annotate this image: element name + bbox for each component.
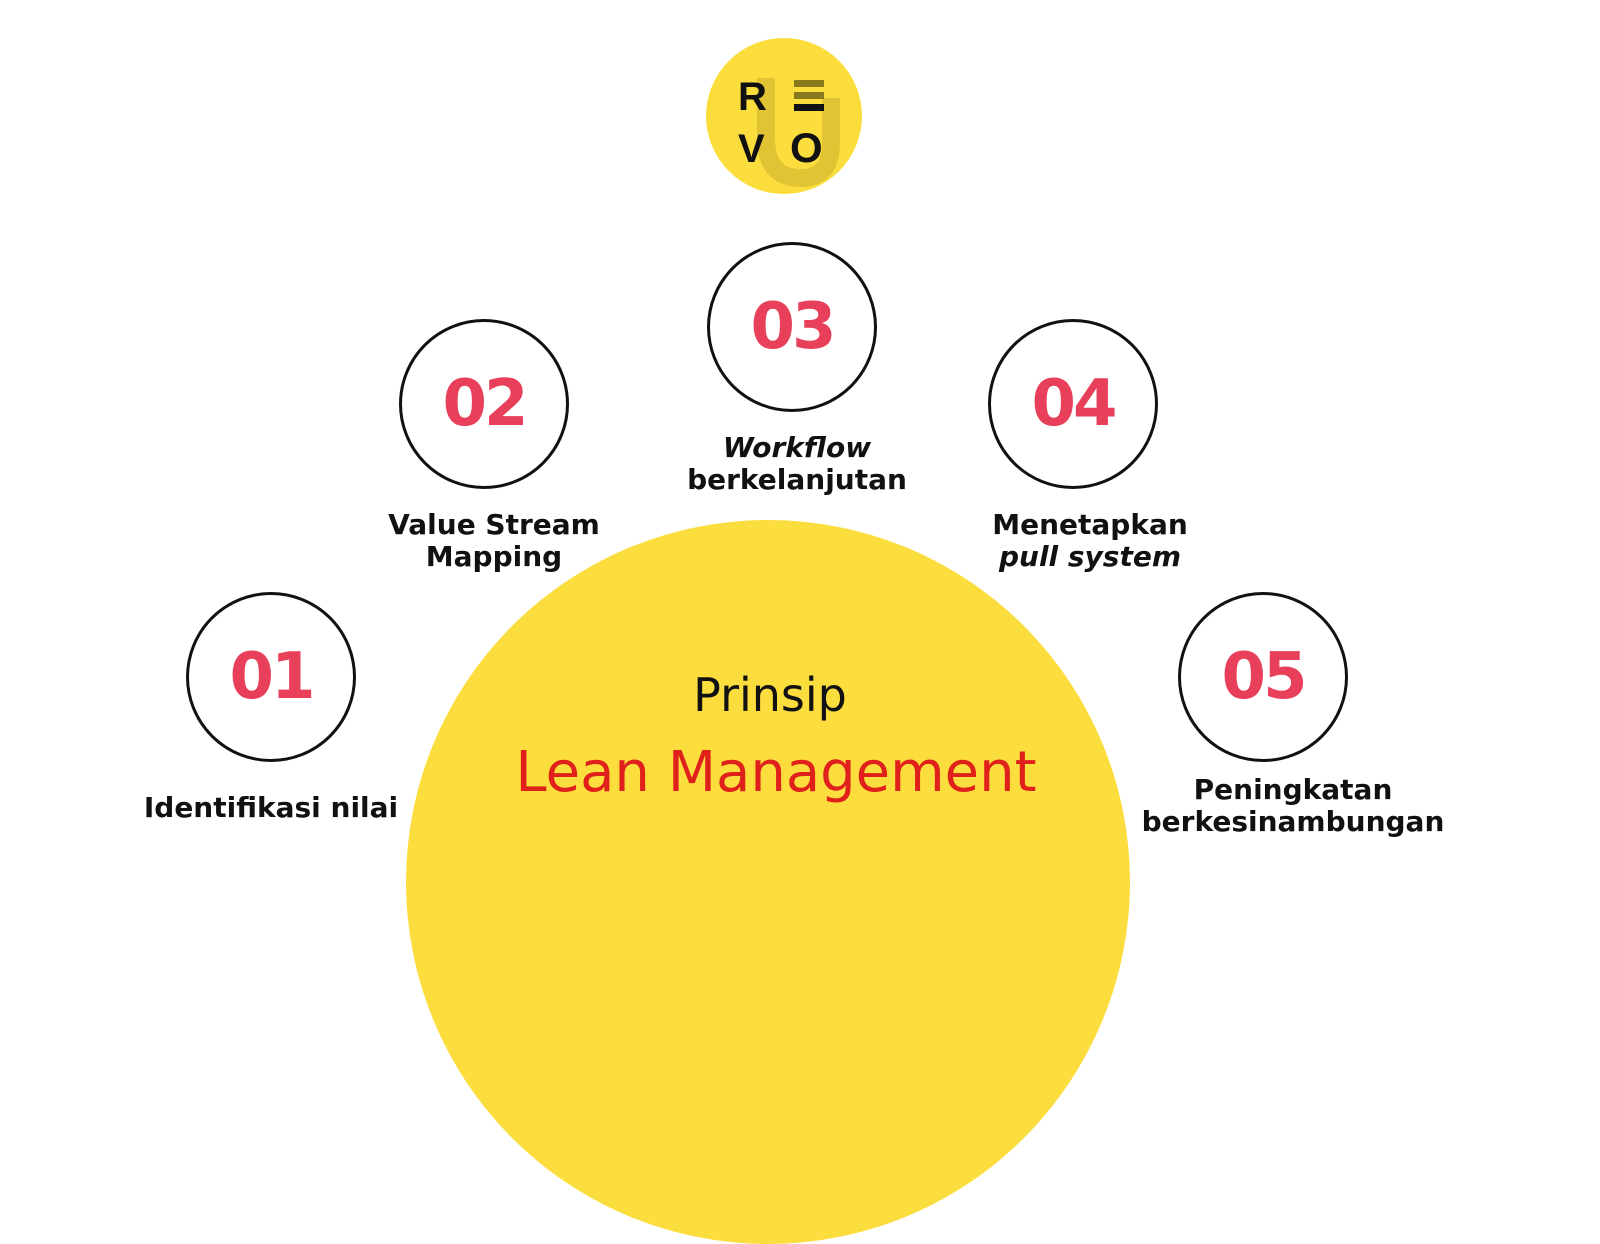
- step-02-circle: 02: [399, 319, 569, 489]
- revo-logo: R V O: [706, 38, 862, 194]
- title-lean-management: Lean Management: [515, 740, 1037, 805]
- svg-text:O: O: [790, 124, 823, 171]
- title-prinsip: Prinsip: [693, 668, 847, 722]
- yellow-semicircle: [406, 520, 1130, 1244]
- step-04-circle: 04: [988, 319, 1158, 489]
- step-05-circle: 05: [1178, 592, 1348, 762]
- step-01-label: Identifikasi nilai: [143, 791, 399, 824]
- step-03-circle: 03: [707, 242, 877, 412]
- svg-text:R: R: [738, 75, 767, 119]
- svg-text:V: V: [738, 127, 765, 171]
- step-number: 04: [1031, 367, 1117, 441]
- step-number: 03: [750, 290, 836, 364]
- step-number: 05: [1221, 640, 1307, 714]
- step-number: 02: [442, 367, 528, 441]
- step-number: 01: [229, 640, 315, 714]
- step-01-circle: 01: [186, 592, 356, 762]
